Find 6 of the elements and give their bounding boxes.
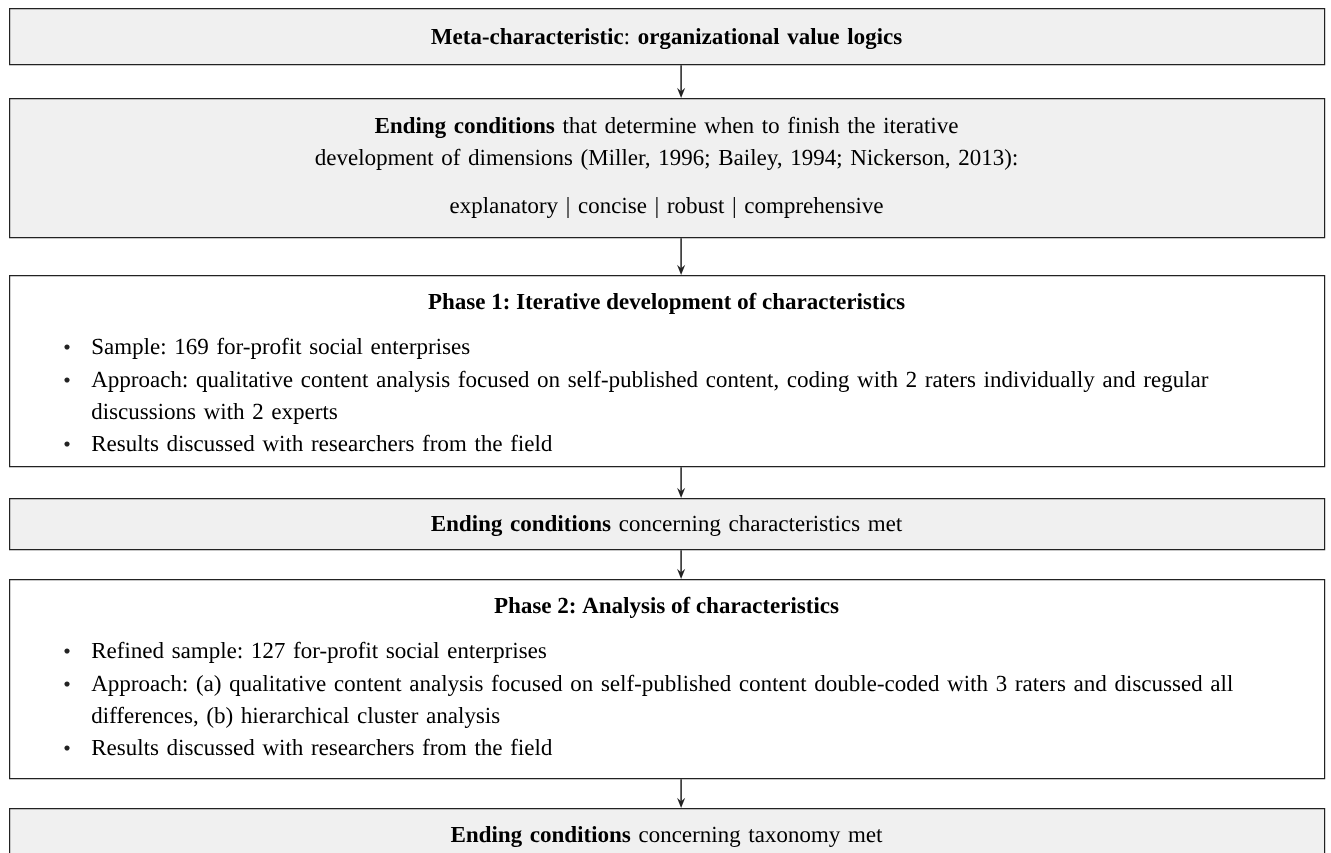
condition-box: Ending conditions concerning characteristics met	[9, 498, 1326, 551]
condition-box: Meta-characteristic: organizational value logics	[9, 8, 1326, 66]
process-box: Phase 1: Iterative development of characteristics Sample: 169 for-profit social enterprises Approach: qualitative content analysis focused on self-published content, coding with 2 raters individually and regular discussions with 2 experts Results discussed with researchers from the field	[9, 275, 1326, 468]
process-box: Phase 2: Analysis of characteristics Refined sample: 127 for-profit social enterprises Approach: (a) qualitative content analysis focused on self-published content double-coded with 3 raters and discussed all differences, (b) hierarchical cluster analysis Results discussed with researchers from the field	[9, 579, 1326, 780]
condition-box: Ending conditions concerning taxonomy met	[9, 808, 1326, 853]
condition-box: Ending conditions that determine when to finish the iterative development of dimensions (Miller, 1996; Bailey, 1994; Nickerson, 2013): explanatory | concise | robust | comprehensive	[9, 98, 1326, 239]
